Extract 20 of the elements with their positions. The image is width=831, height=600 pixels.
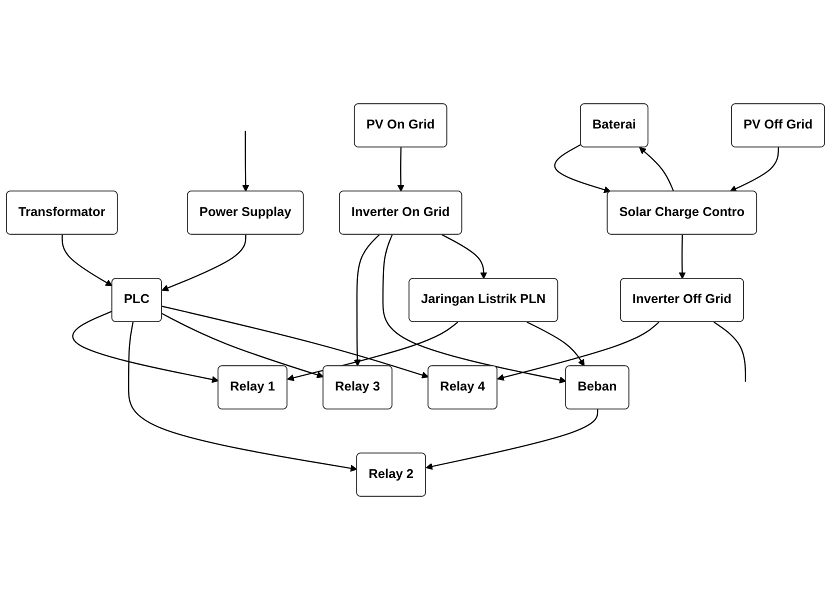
arrow [62, 234, 113, 286]
arrow [287, 322, 458, 382]
arrow [242, 130, 250, 192]
arrow [72, 310, 219, 383]
arrow [730, 147, 780, 192]
arrow [162, 312, 324, 378]
arrow [162, 234, 246, 292]
arrow [128, 322, 358, 472]
arrow [526, 322, 585, 366]
arrow [554, 144, 611, 194]
arrow [442, 234, 488, 280]
connector [713, 322, 746, 382]
arrow [678, 234, 686, 280]
arrow [639, 147, 674, 192]
arrow [397, 147, 404, 192]
arrow [426, 409, 598, 470]
arrow [382, 234, 566, 384]
arrow [354, 234, 380, 366]
arrow [497, 322, 660, 381]
arrow [162, 306, 429, 378]
